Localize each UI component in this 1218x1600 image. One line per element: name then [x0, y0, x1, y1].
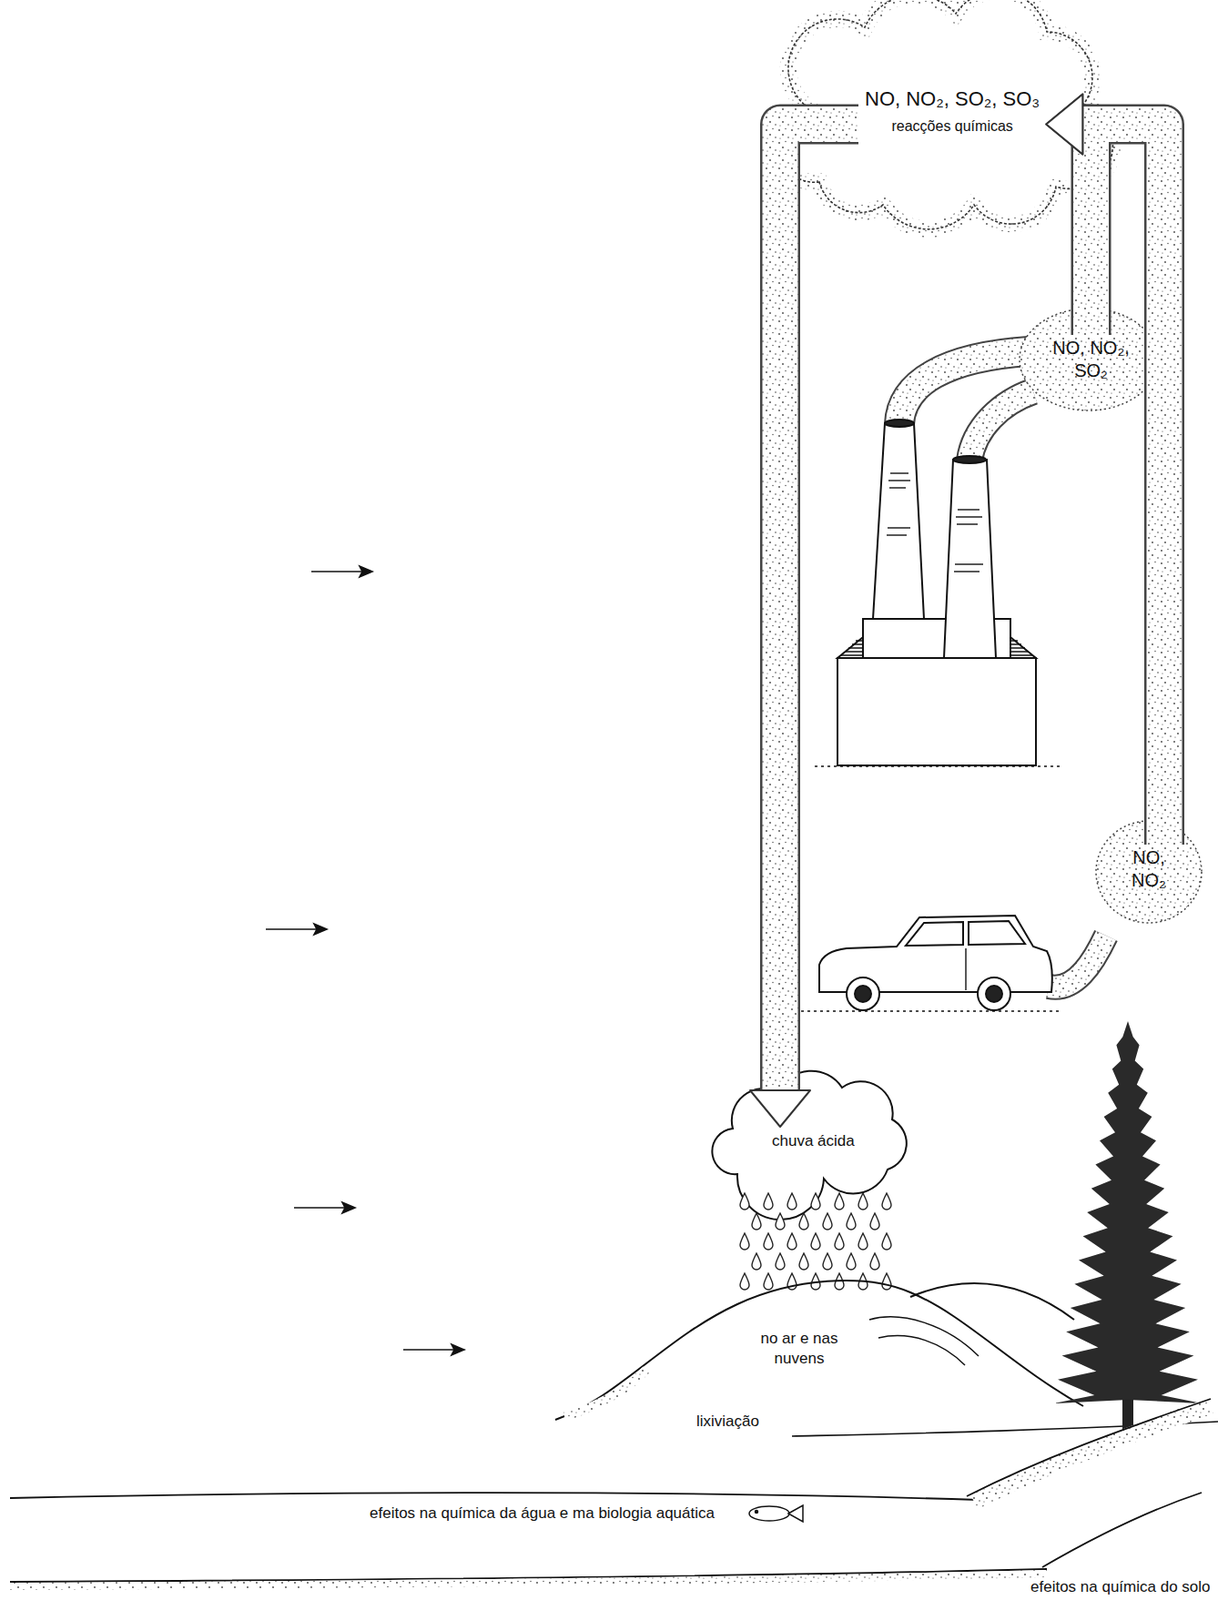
- raindrop: [799, 1253, 809, 1270]
- smoke-arrowhead: [1045, 94, 1083, 155]
- smoke-arrowhead: [1045, 94, 1083, 155]
- raindrop: [740, 1193, 750, 1210]
- raindrop: [763, 1193, 773, 1210]
- node-text: reacções químicas: [864, 117, 1040, 136]
- annotation-label: efeitos na química do solo: [1030, 1577, 1211, 1598]
- smoke-connector-fill: [780, 124, 859, 1094]
- raindrop: [740, 1233, 750, 1250]
- raindrop: [775, 1213, 785, 1230]
- raindrop: [834, 1233, 844, 1250]
- raindrop: [751, 1253, 762, 1270]
- raindrop: [846, 1213, 856, 1230]
- pine-tree: [1053, 1021, 1202, 1437]
- car-emission: NO, NO₂: [1123, 844, 1175, 894]
- raindrop: [846, 1253, 856, 1270]
- raindrop: [858, 1193, 868, 1210]
- raindrop: [870, 1213, 880, 1230]
- factory-emission: NO, NO₂, SO₂: [1045, 334, 1137, 385]
- reaction-cloud-text: NO, NO₂, SO₂, SO₃ reacções químicas: [862, 84, 1043, 138]
- pointer-arrow: [265, 566, 465, 1356]
- car: [801, 915, 1061, 1012]
- annotation-label: efeitos na química da água e ma biologia…: [369, 1503, 715, 1524]
- node-text: NO, NO₂, SO₂: [1047, 336, 1135, 383]
- rain-cloud: [711, 1071, 906, 1220]
- raindrop: [763, 1233, 773, 1250]
- chimney-smoke: [899, 308, 1158, 461]
- raindrop: [882, 1233, 892, 1250]
- raindrop: [811, 1233, 821, 1250]
- fish: [749, 1505, 803, 1523]
- raindrop: [799, 1213, 809, 1230]
- smoke-connector: [780, 124, 859, 1094]
- acid-rain-cloud: chuva ácida: [769, 1129, 858, 1153]
- raindrop: [882, 1273, 892, 1290]
- raindrop: [787, 1193, 797, 1210]
- raindrop: [763, 1273, 773, 1290]
- shore: [966, 1399, 1211, 1568]
- smoke-connector: [1080, 124, 1091, 336]
- raindrop: [870, 1253, 880, 1270]
- raindrop: [822, 1253, 833, 1270]
- annotation-label: no ar e nas nuvens: [744, 1329, 854, 1370]
- factory: [814, 419, 1061, 767]
- node-text: NO, NO₂: [1126, 846, 1172, 893]
- car-exhaust: [1048, 821, 1202, 988]
- raindrop: [811, 1193, 821, 1210]
- raindrop: [822, 1213, 833, 1230]
- node-text: NO, NO₂, SO₂, SO₃: [864, 86, 1040, 112]
- smoke-arrowhead: [750, 1090, 811, 1127]
- lake: [10, 1492, 1047, 1587]
- raindrop: [834, 1193, 844, 1210]
- node-text: chuva ácida: [771, 1131, 855, 1151]
- smoke-connector: [1080, 124, 1165, 846]
- smoke-connector-fill: [1080, 124, 1165, 846]
- raindrop: [775, 1253, 785, 1270]
- raindrop: [751, 1213, 762, 1230]
- annotation-label: lixiviação: [696, 1411, 760, 1432]
- raindrop: [882, 1193, 892, 1210]
- smoke-connector-fill: [1080, 124, 1091, 336]
- raindrops: [740, 1193, 892, 1290]
- raindrop: [787, 1233, 797, 1250]
- raindrop: [740, 1273, 750, 1290]
- raindrop: [858, 1233, 868, 1250]
